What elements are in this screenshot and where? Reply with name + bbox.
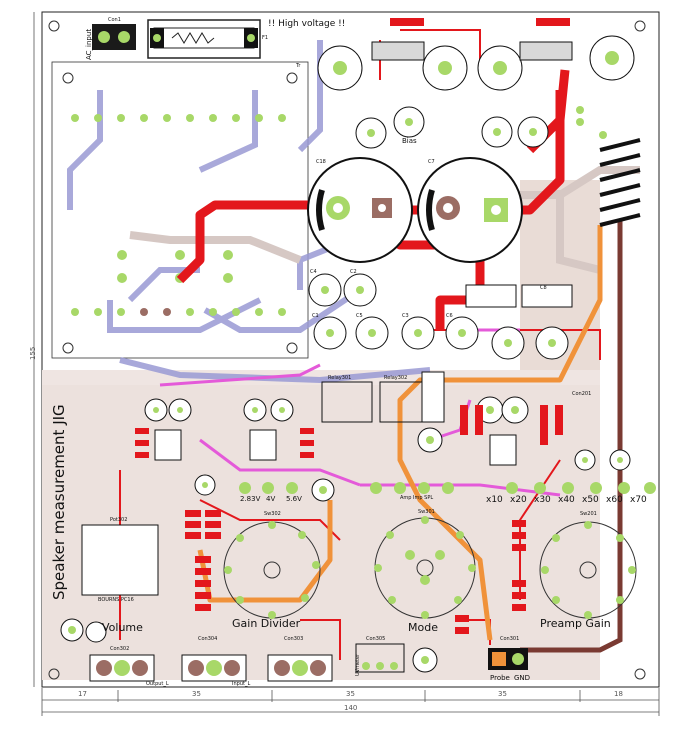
- transformer-outline: [51, 61, 309, 359]
- input-label: Input_L: [232, 681, 251, 687]
- volume-knob: [85, 621, 107, 643]
- fuse-symbol: [171, 32, 215, 44]
- capacitor-c2-label: C2: [350, 269, 357, 275]
- high-voltage-warning: !! High voltage !!: [268, 19, 346, 29]
- switch-sw301-label: Sw301: [418, 509, 435, 515]
- fuse-holder: [147, 19, 261, 59]
- con303-label: Con303: [284, 636, 304, 642]
- transformer-label: Tr: [296, 63, 301, 69]
- gain-x70-label: x70: [630, 495, 647, 505]
- led-row: [239, 482, 656, 494]
- con302-label: Con302: [110, 646, 130, 652]
- capacitor-c18: [307, 157, 413, 263]
- coil-301: [421, 371, 445, 423]
- gain-x20-label: x20: [510, 495, 527, 505]
- cap-pads: [68, 118, 623, 634]
- mount-hole: [48, 668, 60, 680]
- dim-mid2-label: 35: [346, 690, 355, 698]
- volume-label: Volume: [102, 621, 143, 634]
- probe-label: Probe: [490, 674, 510, 682]
- switch-sw302-label: Sw302: [264, 511, 281, 517]
- regulator-body: [371, 41, 425, 61]
- con201-label: Con201: [572, 391, 592, 397]
- voltage-56-label: 5.6V: [286, 495, 302, 503]
- relay301-label: Relay301: [328, 375, 352, 381]
- capacitor-c5-label: C5: [356, 313, 363, 319]
- switch-sw201-label: Sw201: [580, 511, 597, 517]
- gain-x60-label: x60: [606, 495, 623, 505]
- gain-x30-label: x30: [534, 495, 551, 505]
- dim-height-label: 155: [29, 346, 37, 360]
- ac-input-label: AC_input: [85, 28, 93, 60]
- capacitor-c3-label: C3: [402, 313, 409, 319]
- bottom-connectors: [89, 643, 528, 682]
- bias-label: Bias: [402, 137, 417, 145]
- capacitor-c7: [417, 157, 523, 263]
- con304-label: Con304: [198, 636, 218, 642]
- relay302-label: Relay302: [384, 375, 408, 381]
- ground-trace: [520, 220, 623, 653]
- smd-resistors: [135, 405, 563, 634]
- con301-label: Con301: [500, 636, 520, 642]
- output-label: Output_L: [146, 681, 169, 687]
- voltage-283-label: 2.83V: [240, 495, 261, 503]
- mount-hole: [286, 72, 298, 84]
- dim-right-label: 18: [614, 690, 623, 698]
- gnd-label: GND: [514, 674, 531, 682]
- dim-width-label: 140: [344, 704, 358, 712]
- mount-hole: [634, 20, 646, 32]
- inductor-coil: [599, 138, 641, 227]
- pot-ref-label: Pot302: [110, 517, 128, 523]
- switch-pads: [224, 516, 636, 619]
- capacitor-c4-label: C4: [310, 269, 317, 275]
- mount-hole: [48, 20, 60, 32]
- mount-hole: [62, 72, 74, 84]
- connector-con1-label: Con1: [108, 17, 121, 23]
- gain-x10-label: x10: [486, 495, 503, 505]
- dim-mid3-label: 35: [498, 690, 507, 698]
- gain-divider-label: Gain Divider: [232, 617, 301, 630]
- dim-left-label: 17: [78, 690, 87, 698]
- mount-hole: [634, 668, 646, 680]
- regulator-body: [519, 41, 573, 61]
- pot-model-label: BOURNS PC16: [98, 597, 134, 603]
- regulator-pads: [333, 51, 619, 139]
- dimension-lines: [33, 12, 660, 716]
- gain-x40-label: x40: [558, 495, 575, 505]
- gain-x50-label: x50: [582, 495, 599, 505]
- relay301: [321, 381, 373, 423]
- dim-mid1-label: 35: [192, 690, 201, 698]
- board-title: Speaker measurement JIG: [50, 404, 68, 600]
- preamp-gain-label: Preamp Gain: [540, 617, 611, 630]
- uvmeter-label: UVmeter: [355, 653, 361, 676]
- voltage-4-label: 4V: [266, 495, 276, 503]
- capacitor-c7-label: C7: [428, 159, 435, 165]
- volume-pot: [81, 524, 159, 596]
- capacitor-c6-label: C6: [446, 313, 453, 319]
- mode-options-label: Amp Imp SPL: [400, 495, 434, 501]
- mount-hole: [62, 342, 74, 354]
- fuse-label: F1: [262, 35, 269, 41]
- capacitor-c1-label: C1: [312, 313, 319, 319]
- ic-chips: [154, 429, 517, 466]
- mount-hole: [286, 342, 298, 354]
- mode-label: Mode: [408, 621, 438, 634]
- relay-block: [521, 284, 573, 308]
- con305-label: Con305: [366, 636, 386, 642]
- relay-block: [465, 284, 517, 308]
- capacitor-c8-label: C8: [540, 285, 547, 291]
- capacitor-c18-label: C18: [316, 159, 326, 165]
